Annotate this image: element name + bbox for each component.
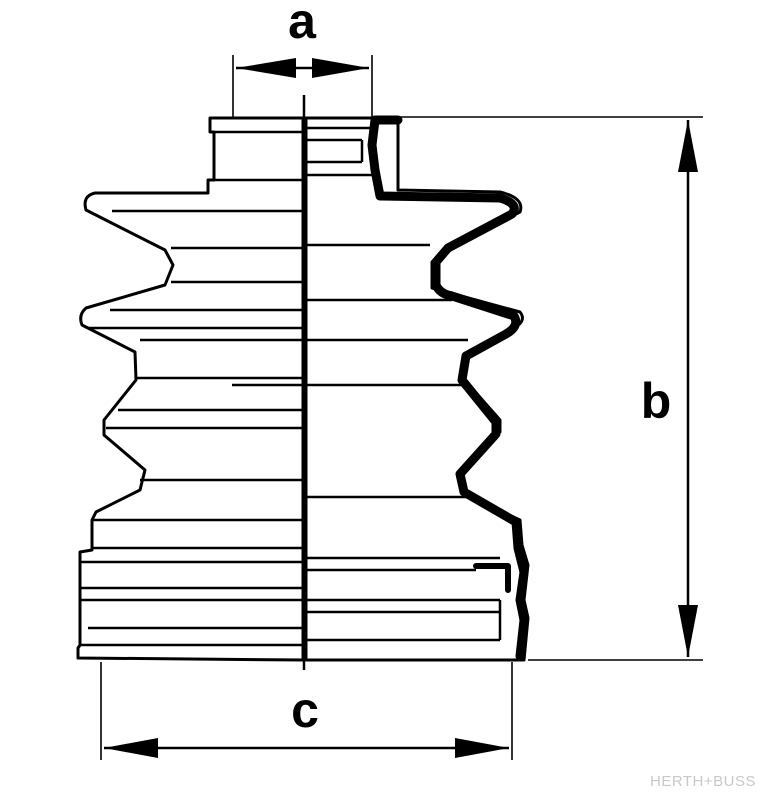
label-c: c	[291, 682, 319, 738]
arrow-b-top	[678, 120, 698, 172]
boot-left-half	[76, 116, 305, 662]
dimension-c: c	[100, 662, 513, 760]
boot-wall-section	[367, 115, 529, 661]
arrow-a-right	[312, 58, 369, 78]
arrow-b-bottom	[678, 605, 698, 657]
left-hatch-lines	[80, 130, 303, 647]
label-b: b	[641, 373, 672, 429]
dimension-b: b	[398, 116, 703, 661]
arrow-a-left	[236, 58, 296, 78]
boot-right-half	[304, 115, 530, 662]
label-a: a	[288, 0, 317, 49]
arrow-c-right	[455, 738, 509, 758]
watermark-logo: HERTH+BUSS	[650, 773, 756, 790]
arrow-c-left	[104, 738, 158, 758]
dimension-a: a	[232, 0, 373, 118]
right-section-lines	[306, 126, 511, 642]
